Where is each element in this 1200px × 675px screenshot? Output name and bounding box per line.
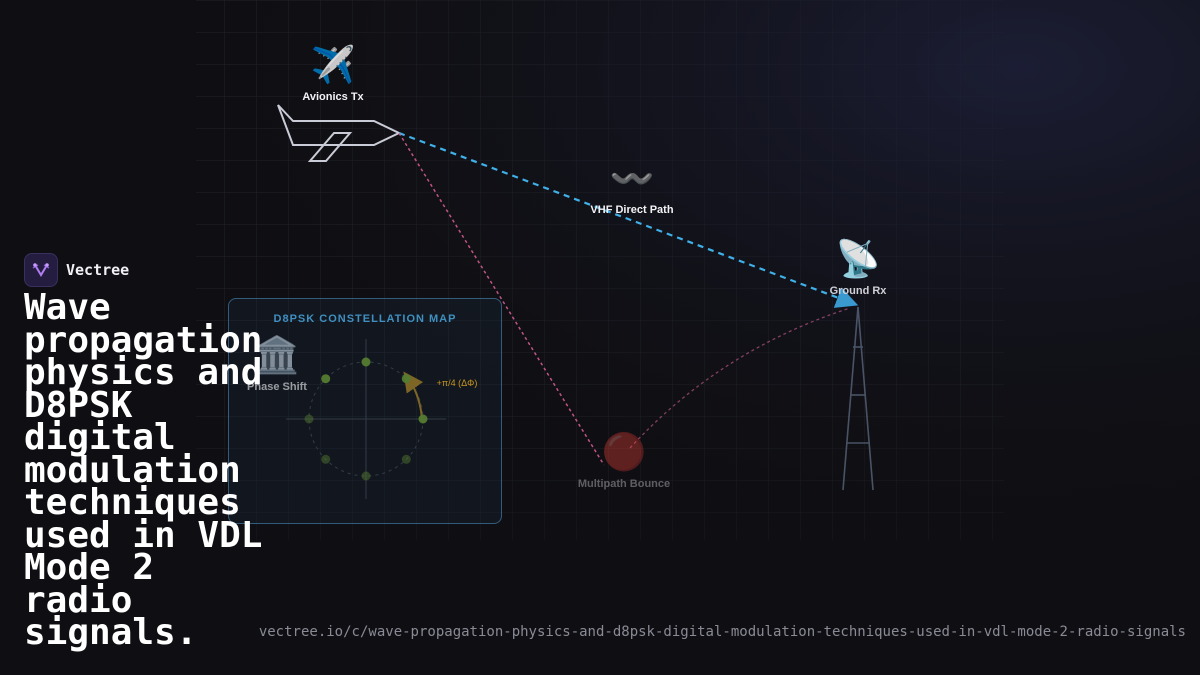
avionics-tx-label: Avionics Tx (302, 91, 364, 103)
page-url: vectree.io/c/wave-propagation-physics-an… (258, 624, 1186, 640)
phase-annotation: +π/4 (ΔΦ) (436, 378, 478, 388)
wave-icon: 〰️ (609, 159, 655, 200)
direct-path-line (398, 131, 859, 308)
constellation-point (304, 414, 314, 424)
constellation-point (361, 471, 371, 481)
ground-tower (842, 306, 874, 491)
vectree-logo-icon (24, 253, 58, 287)
constellation-point (401, 374, 411, 384)
constellation-panel: D8PSK CONSTELLATION MAP (228, 298, 502, 524)
constellation-point (418, 414, 428, 424)
page-title: Wave propagation physics and D8PSK digit… (24, 287, 263, 653)
constellation-point (401, 454, 411, 464)
reflected-path-line (398, 132, 605, 466)
phase-shift-label: Phase Shift (247, 381, 307, 393)
airplane-icon: ✈️ (310, 45, 356, 86)
brand-name: Vectree (66, 261, 130, 279)
satellite-dish-icon: 📡 (835, 239, 881, 280)
bounce-icon: 🔴 (601, 432, 647, 473)
bounce-path-line (629, 307, 851, 449)
ground-rx-label: Ground Rx (829, 285, 887, 297)
building-icon: 🏛️ (254, 335, 300, 376)
constellation-title: D8PSK CONSTELLATION MAP (273, 313, 457, 325)
brand: Vectree (24, 253, 129, 287)
constellation-point (321, 374, 331, 384)
constellation-point (361, 357, 371, 367)
constellation-point (321, 454, 331, 464)
multipath-bounce-label: Multipath Bounce (577, 478, 671, 490)
vhf-direct-path-label: VHF Direct Path (590, 204, 674, 216)
